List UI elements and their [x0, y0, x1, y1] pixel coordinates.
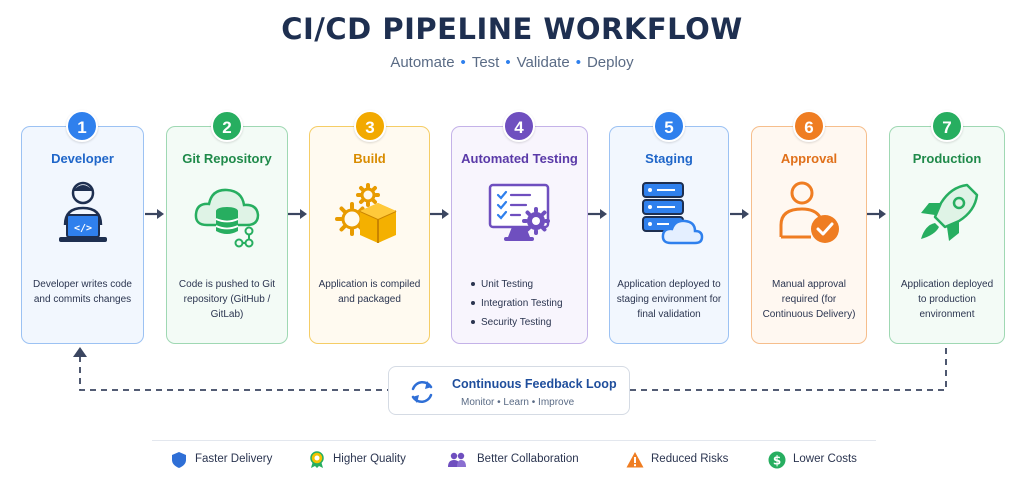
feedback-loop-box: Continuous Feedback Loop Monitor • Learn…	[388, 366, 630, 415]
dollar-icon: $	[768, 451, 786, 469]
stage-title: Build	[353, 151, 386, 166]
arrow-right-icon	[730, 209, 749, 219]
svg-text:</>: </>	[73, 223, 91, 234]
warning-icon	[626, 452, 644, 468]
stage-number-badge: 6	[793, 110, 825, 142]
list-item: Integration Testing	[452, 296, 587, 315]
stage-number-badge: 7	[931, 110, 963, 142]
cloud-database-icon	[187, 173, 267, 253]
stage-description: Application is compiled and packaged	[318, 279, 421, 305]
stage-card-approval: Approval Manual approval required (for C…	[751, 126, 867, 344]
stage-card-developer: Developer </> Developer writes code and …	[21, 126, 144, 344]
feedback-subtitle: Monitor • Learn • Improve	[461, 397, 575, 408]
stage-description: Code is pushed to Git repository (GitHub…	[178, 279, 276, 320]
benefit-label: Better Collaboration	[477, 453, 579, 465]
subtitle-word: Validate	[516, 54, 570, 71]
test-type-list: Unit Testing Integration Testing Securit…	[452, 277, 587, 334]
gears-box-icon	[330, 173, 410, 253]
stage-card-git-repository: Git Repository Code is pushed to Git rep…	[166, 126, 288, 344]
developer-laptop-icon: </>	[43, 173, 123, 253]
benefit-label: Lower Costs	[793, 453, 857, 465]
stage-title: Approval	[780, 151, 838, 166]
stage-number-badge: 3	[354, 110, 386, 142]
stage-number-badge: 4	[503, 110, 535, 142]
list-item: Security Testing	[452, 315, 587, 334]
stage-card-production: Production Application deployed to produ…	[889, 126, 1005, 344]
stage-description: Application deployed to production envir…	[900, 279, 994, 320]
subtitle-word: Test	[471, 54, 500, 71]
stage-title: Production	[912, 151, 982, 166]
arrow-right-icon	[588, 209, 607, 219]
refresh-cycle-icon	[411, 380, 433, 404]
stage-card-automated-testing: Automated Testing Unit Testing Integrati…	[451, 126, 588, 344]
page-subtitle: Automate•Test•Validate•Deploy	[390, 54, 634, 71]
people-icon	[448, 452, 466, 467]
stage-title: Staging	[645, 151, 693, 166]
divider	[152, 440, 876, 441]
subtitle-word: Deploy	[586, 54, 634, 71]
monitor-checklist-icon	[480, 173, 560, 253]
feedback-title: Continuous Feedback Loop	[452, 377, 617, 391]
arrow-right-icon	[145, 209, 164, 219]
arrow-right-icon	[867, 209, 886, 219]
benefit-label: Faster Delivery	[195, 453, 273, 465]
stage-description: Manual approval required (for Continuous…	[762, 279, 856, 320]
rocket-icon	[907, 173, 987, 253]
arrow-right-icon	[288, 209, 307, 219]
shield-icon	[172, 452, 186, 468]
list-item: Unit Testing	[452, 277, 587, 296]
svg-text:$: $	[773, 454, 781, 468]
medal-icon	[310, 451, 324, 468]
stage-number-badge: 1	[66, 110, 98, 142]
arrow-right-icon	[430, 209, 449, 219]
stage-title: Git Repository	[182, 151, 272, 166]
stage-number-badge: 5	[653, 110, 685, 142]
person-check-icon	[769, 173, 849, 253]
benefit-label: Reduced Risks	[651, 453, 729, 465]
stage-card-staging: Staging Application deployed to staging …	[609, 126, 729, 344]
benefit-label: Higher Quality	[333, 453, 406, 465]
stage-number-badge: 2	[211, 110, 243, 142]
stage-title: Developer	[51, 151, 114, 166]
stage-card-build: Build Application is compiled and packag…	[309, 126, 430, 344]
stage-title: Automated Testing	[461, 151, 578, 166]
stage-description: Developer writes code and commits change…	[33, 279, 132, 305]
page-title: CI/CD PIPELINE WORKFLOW	[281, 12, 743, 46]
subtitle-word: Automate	[390, 54, 455, 71]
server-cloud-icon	[629, 173, 709, 253]
stage-description: Application deployed to staging environm…	[616, 279, 722, 320]
